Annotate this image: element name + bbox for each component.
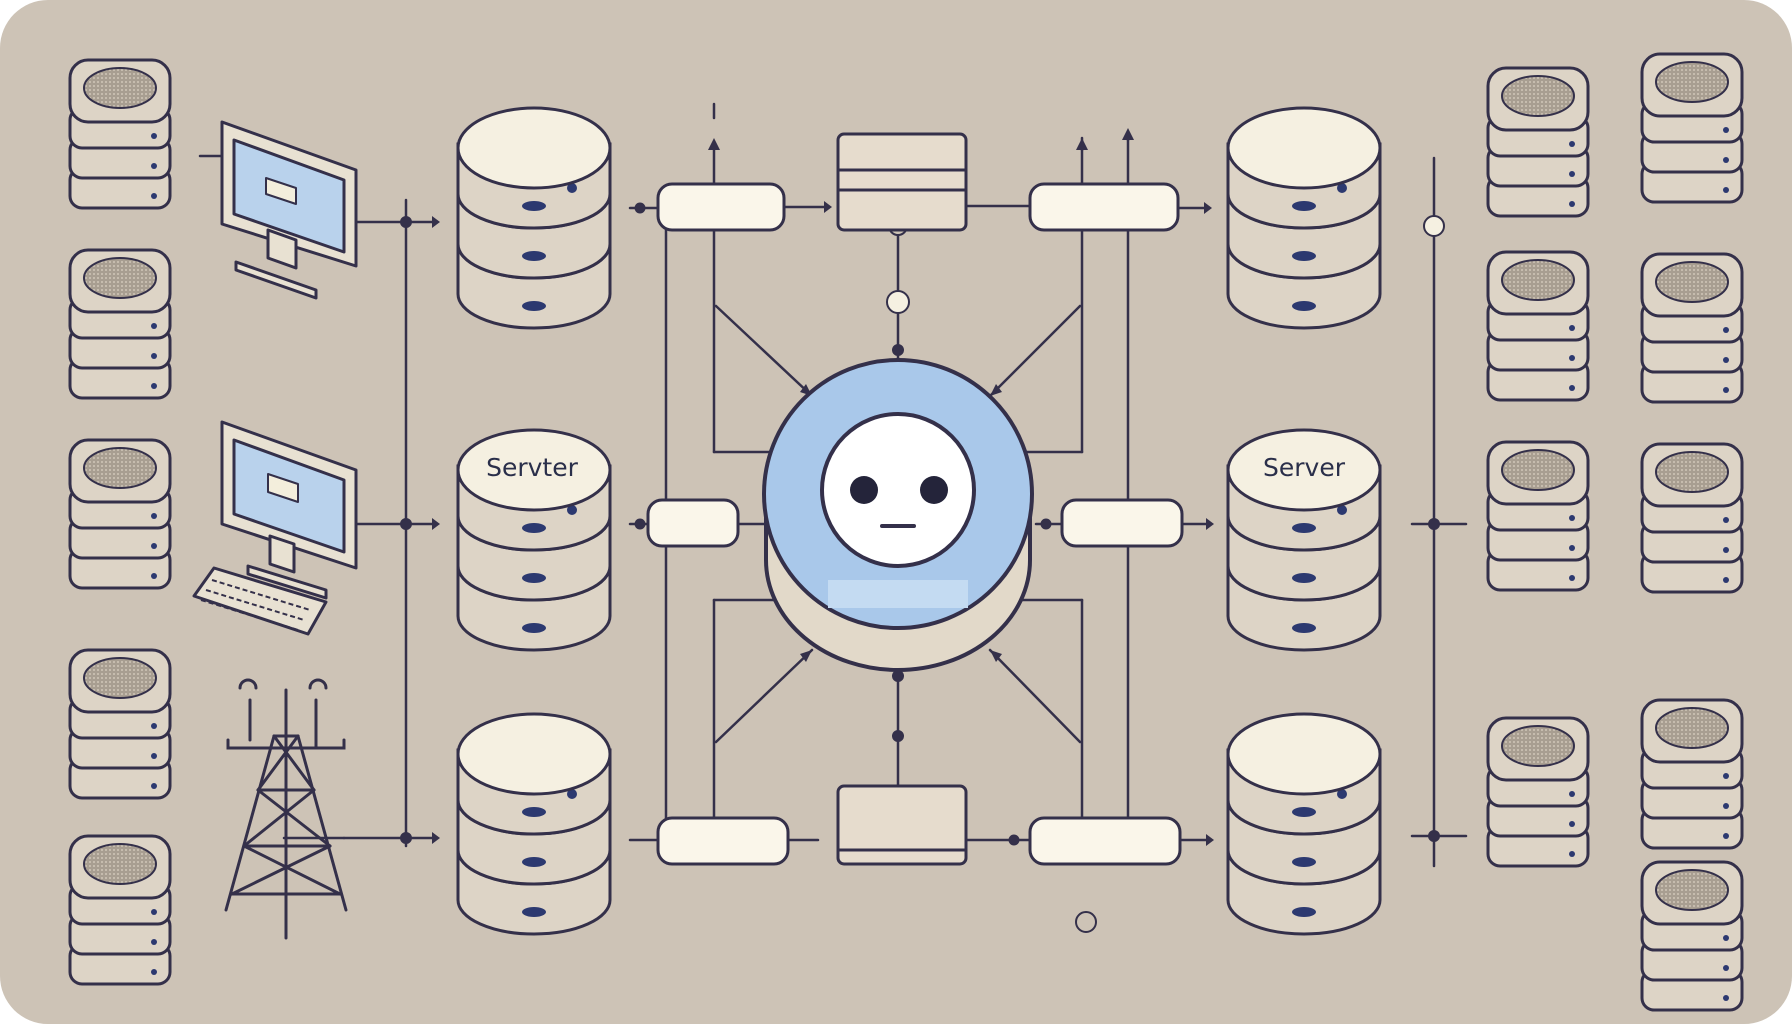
stack-unit-icon (68, 648, 172, 800)
connector-box-icon (1060, 498, 1184, 548)
database-server-icon (456, 428, 612, 652)
database-server-icon (1226, 428, 1382, 652)
stack-unit-icon (68, 834, 172, 986)
monitor-icon (220, 120, 358, 300)
connector-box-icon (646, 498, 740, 548)
database-server-icon (1226, 106, 1382, 330)
monitor-icon (220, 420, 358, 600)
switch-box-icon (836, 784, 968, 866)
database-servers (456, 106, 1382, 936)
stack-unit-icon (68, 248, 172, 400)
stack-unit-icon (1640, 252, 1744, 404)
keyboard-icon (192, 566, 328, 636)
stack-unit-icon (1640, 52, 1744, 204)
server-label-left: Servter (486, 453, 579, 482)
switch-box-icon (836, 132, 968, 232)
stack-unit-icon (1640, 860, 1744, 1012)
database-server-icon (1226, 712, 1382, 936)
stack-unit-icon (1486, 250, 1590, 402)
stack-unit-columns (68, 52, 1744, 1012)
stack-unit-icon (68, 438, 172, 590)
junction-nodes (400, 202, 1445, 933)
stack-unit-icon (1640, 442, 1744, 594)
stack-unit-icon (1640, 698, 1744, 850)
connector-box-icon (1028, 816, 1182, 866)
stack-unit-icon (68, 58, 172, 210)
connector-box-icon (1028, 182, 1180, 232)
connector-box-icon (656, 816, 790, 866)
stack-unit-icon (1486, 716, 1590, 868)
connector-boxes (646, 182, 1184, 866)
server-label-right: Server (1263, 453, 1346, 482)
connector-box-icon (656, 182, 786, 232)
stack-unit-icon (1486, 66, 1590, 218)
central-hub-face-icon (762, 358, 1034, 672)
database-server-icon (456, 712, 612, 936)
database-server-icon (456, 106, 612, 330)
antenna-tower-icon (224, 678, 348, 940)
stack-unit-icon (1486, 440, 1590, 592)
